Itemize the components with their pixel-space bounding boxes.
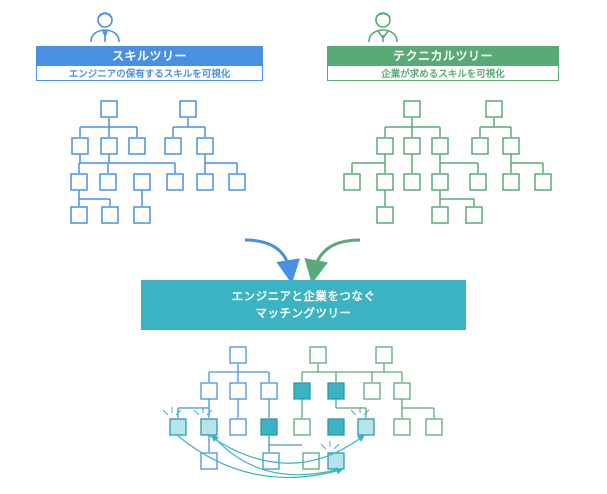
technical-tree-subtitle: 企業が求めるスキルを可視化	[327, 65, 559, 81]
matching-title-line1: エンジニアと企業をつなぐ	[231, 289, 376, 303]
businessman-person-icon	[368, 12, 398, 43]
skill-tree	[70, 100, 246, 224]
technical-tree-title: テクニカルツリー	[327, 46, 559, 65]
blue-arrow	[244, 238, 300, 284]
technical-tree	[343, 100, 552, 224]
skill-tree-title: スキルツリー	[36, 46, 263, 65]
skill-tree-subtitle: エンジニアの保有するスキルを可視化	[36, 65, 263, 81]
matching-tree	[162, 346, 443, 479]
matching-title-line2: マッチングツリー	[255, 306, 352, 320]
green-arrow	[304, 238, 361, 284]
matching-tree-banner: エンジニアと企業をつなぐ マッチングツリー	[141, 280, 466, 330]
engineer-person-icon	[90, 12, 120, 43]
